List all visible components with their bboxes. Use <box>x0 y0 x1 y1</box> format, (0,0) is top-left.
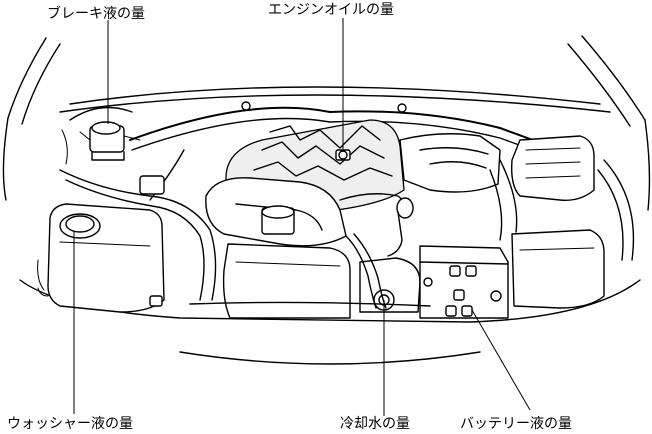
strut-brace <box>129 101 561 161</box>
label-brake-fluid: ブレーキ液の量 <box>47 5 145 22</box>
brake-fluid-reservoir <box>79 121 141 161</box>
washer-fluid-tank <box>37 203 165 313</box>
label-coolant: 冷却水の量 <box>340 416 410 432</box>
air-box <box>399 133 501 193</box>
intake <box>205 177 414 257</box>
label-washer-fluid: ウォッシャー液の量 <box>7 416 133 432</box>
label-battery-fluid: バッテリー液の量 <box>460 416 572 432</box>
left-hoses <box>59 106 217 307</box>
hood-outline <box>2 35 651 211</box>
right-front-module <box>511 159 635 309</box>
battery <box>419 245 509 319</box>
label-engine-oil: エンジンオイルの量 <box>268 2 394 18</box>
relay-box <box>489 135 595 241</box>
leader-lines <box>73 18 531 416</box>
